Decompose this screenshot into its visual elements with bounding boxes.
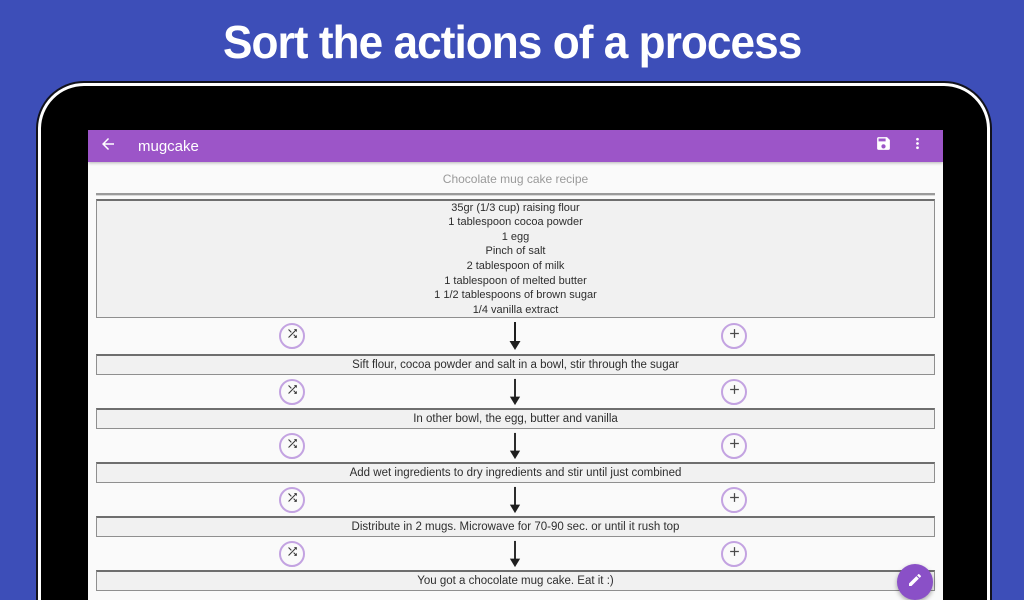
save-button[interactable] [869,132,897,160]
shuffle-icon [286,437,299,455]
ingredient-line: 1 tablespoon of melted butter [444,274,587,287]
step-box[interactable]: You got a chocolate mug cake. Eat it :) [96,570,935,591]
down-arrow-icon [507,485,523,515]
ingredients-box[interactable]: 35gr (1/3 cup) raising flour 1 tablespoo… [96,199,935,318]
step-box[interactable]: Sift flour, cocoa powder and salt in a b… [96,354,935,375]
banner-title: Sort the actions of a process [222,15,802,68]
banner: Sort the actions of a process [0,0,1024,83]
shuffle-button[interactable] [279,323,305,349]
action-row [88,318,943,354]
ingredient-line: 1 tablespoon cocoa powder [448,216,583,229]
app-screen: mugcake Chocolate mug cake recipe 35gr (… [88,130,943,600]
pencil-icon [907,572,923,593]
shuffle-button[interactable] [279,540,305,567]
action-row [88,537,943,570]
plus-icon [727,326,742,346]
shuffle-icon [286,383,299,401]
shuffle-button[interactable] [279,486,305,513]
shuffle-icon [286,545,299,563]
add-step-button[interactable] [721,378,747,405]
app-toolbar: mugcake [88,130,943,162]
ingredient-line: 2 tablespoon of milk [466,260,565,272]
plus-icon [727,382,742,402]
add-step-button[interactable] [721,432,747,459]
add-step-button[interactable] [721,486,747,513]
step-box[interactable]: Add wet ingredients to dry ingredients a… [96,462,935,483]
recipe-title-input[interactable]: Chocolate mug cake recipe [442,172,589,186]
shuffle-button[interactable] [279,378,305,405]
step-box[interactable]: In other bowl, the egg, butter and vanil… [96,408,935,429]
add-step-button[interactable] [721,540,747,567]
shuffle-icon [286,327,299,345]
title-underline [96,193,935,196]
shuffle-icon [286,491,299,509]
down-arrow-icon [507,539,523,569]
floppy-disk-icon [875,135,892,157]
shuffle-button[interactable] [279,432,305,459]
toolbar-title: mugcake [138,137,199,155]
down-arrow-icon [507,321,523,351]
three-dot-menu-icon [909,135,926,157]
down-arrow-icon [507,377,523,407]
plus-icon [727,490,742,510]
add-step-button[interactable] [721,323,747,349]
action-row [88,483,943,516]
ingredient-line: 1 1/2 tablespoons of brown sugar [434,289,597,302]
overflow-menu-button[interactable] [903,132,931,160]
down-arrow-icon [507,431,523,461]
back-button[interactable] [94,132,122,160]
edit-fab[interactable] [897,564,933,600]
plus-icon [727,436,742,456]
plus-icon [727,544,742,564]
ingredient-line: Pinch of salt [485,245,546,258]
action-row [88,429,943,462]
step-box[interactable]: Distribute in 2 mugs. Microwave for 70-9… [96,516,935,537]
ingredient-line: 1/4 vanilla extract [472,303,559,316]
action-row [88,375,943,408]
tablet-frame: mugcake Chocolate mug cake recipe 35gr (… [38,83,990,600]
arrow-left-icon [99,135,117,158]
ingredient-line: 1 egg [501,230,530,243]
ingredient-line: 35gr (1/3 cup) raising flour [451,201,580,214]
